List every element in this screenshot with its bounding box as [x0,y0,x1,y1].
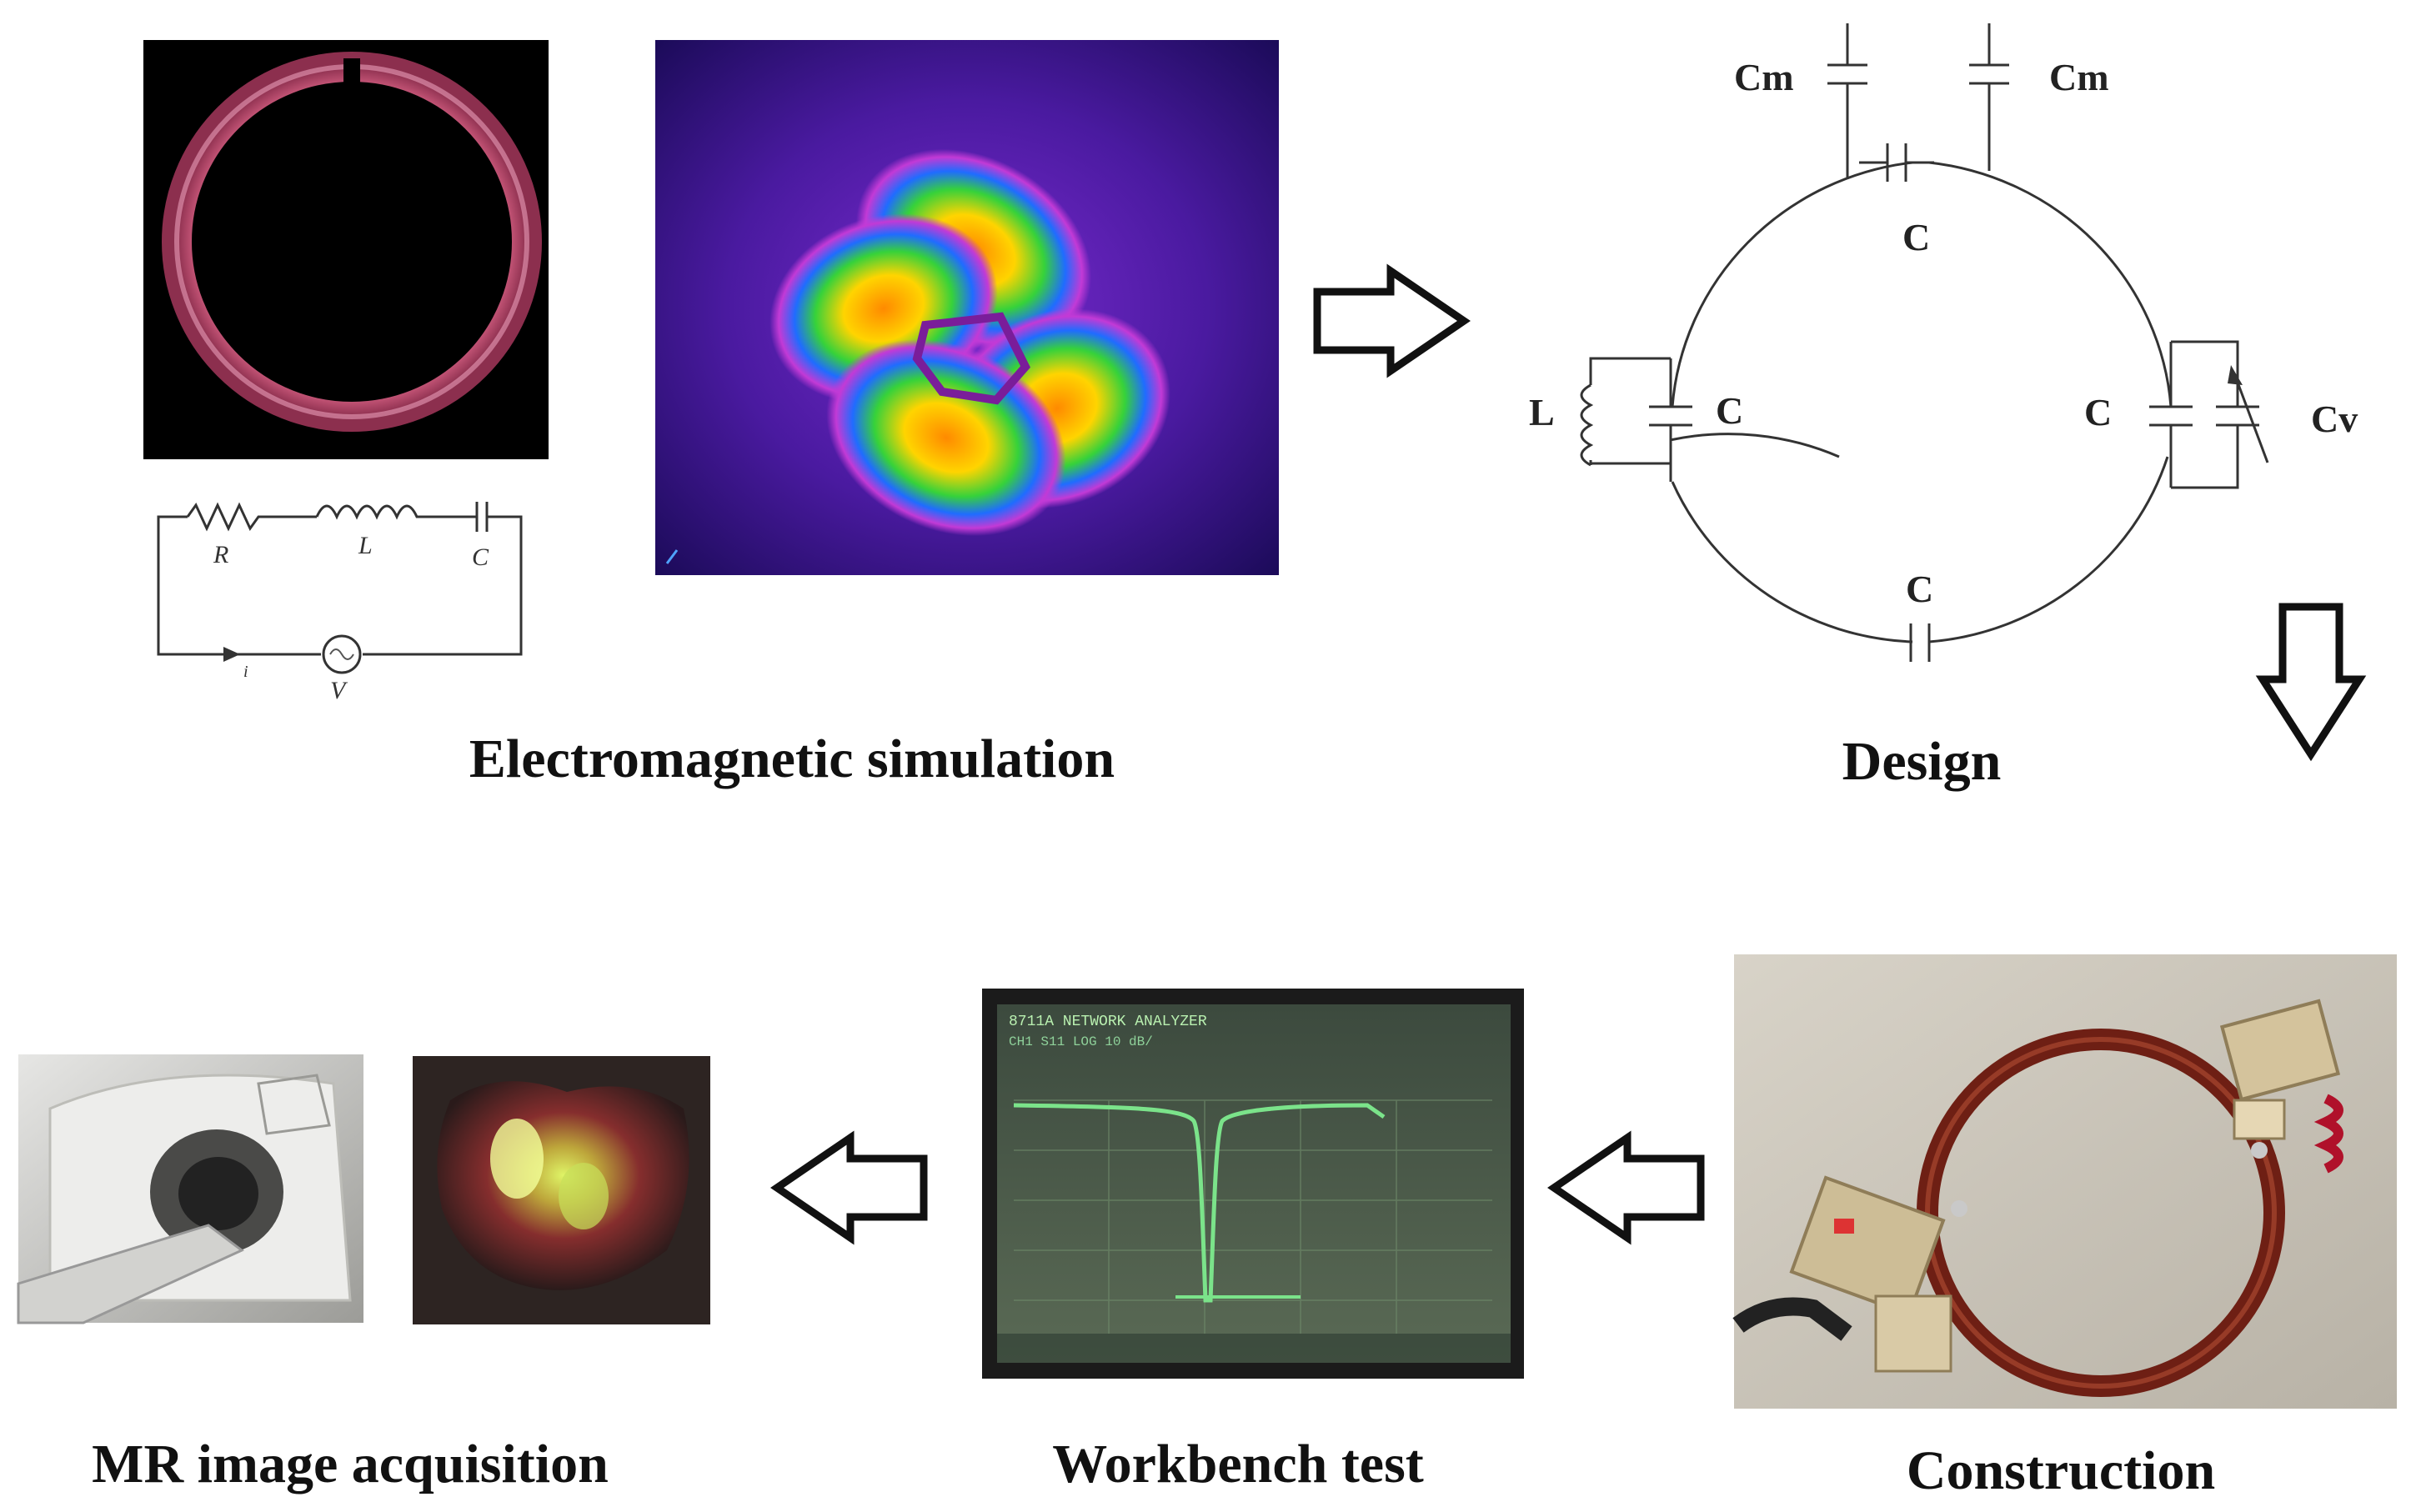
label-workbench: Workbench test [1052,1434,1424,1494]
arrow-to-design-icon [1313,263,1471,378]
source-label: V [330,677,348,704]
inductor-symbol [315,504,467,520]
scanner-table [17,1224,244,1324]
construction-photo [1732,954,2397,1409]
rlc-circuit: R L C V i [157,502,523,704]
resistor-symbol [186,502,317,532]
arrow-to-workbench-icon [1547,1130,1705,1245]
label-c-top: C [1902,216,1930,258]
label-cv: Cv [2311,398,2358,440]
resistor-label: R [213,541,228,568]
tuning-board [2219,999,2341,1102]
ring-model-image [143,40,549,459]
s11-resonance-trace [1013,1103,1386,1303]
label-c-bottom: C [1906,568,1933,610]
label-design: Design [1842,731,2002,792]
arrow-to-construction-icon [2255,603,2367,762]
label-cm-right: Cm [2049,56,2109,98]
arrow-to-mr-icon [770,1130,928,1245]
field-simulation-image [655,40,1279,575]
label-c-left: C [1716,389,1743,432]
analyzer-header: 8711A NETWORK ANALYZER [1009,1014,1207,1030]
workbench-photo: 8711A NETWORK ANALYZER CH1 S11 LOG 10 dB… [982,989,1524,1379]
coax-cable [1732,1297,1852,1341]
label-simulation: Electromagnetic simulation [469,728,1115,789]
analyzer-subheader: CH1 S11 LOG 10 dB/ [1009,1034,1153,1049]
mr-image [413,1056,710,1324]
label-construction: Construction [1907,1440,2215,1501]
design-schematic: Cm Cm C C L C Cv C [1529,23,2358,662]
ring-gap [343,58,360,95]
design-inductor [1580,383,1594,467]
red-inductor [2313,1094,2343,1174]
matching-board [1789,1175,1946,1317]
current-label: i [243,663,248,681]
ac-source-symbol [322,634,362,674]
label-mr-acquisition: MR image acquisition [92,1434,609,1494]
analyzer-screen [997,1004,1511,1363]
inductor-label: L [358,532,373,559]
label-c-right: C [2084,391,2112,433]
field-center-node [912,312,1030,405]
label-cm-left: Cm [1734,56,1794,98]
mr-scanner-photo [17,1054,363,1324]
variable-arrow-icon [2228,365,2243,385]
current-arrow-icon [223,647,240,662]
label-l: L [1529,391,1555,433]
capacitor-label: C [472,543,489,571]
